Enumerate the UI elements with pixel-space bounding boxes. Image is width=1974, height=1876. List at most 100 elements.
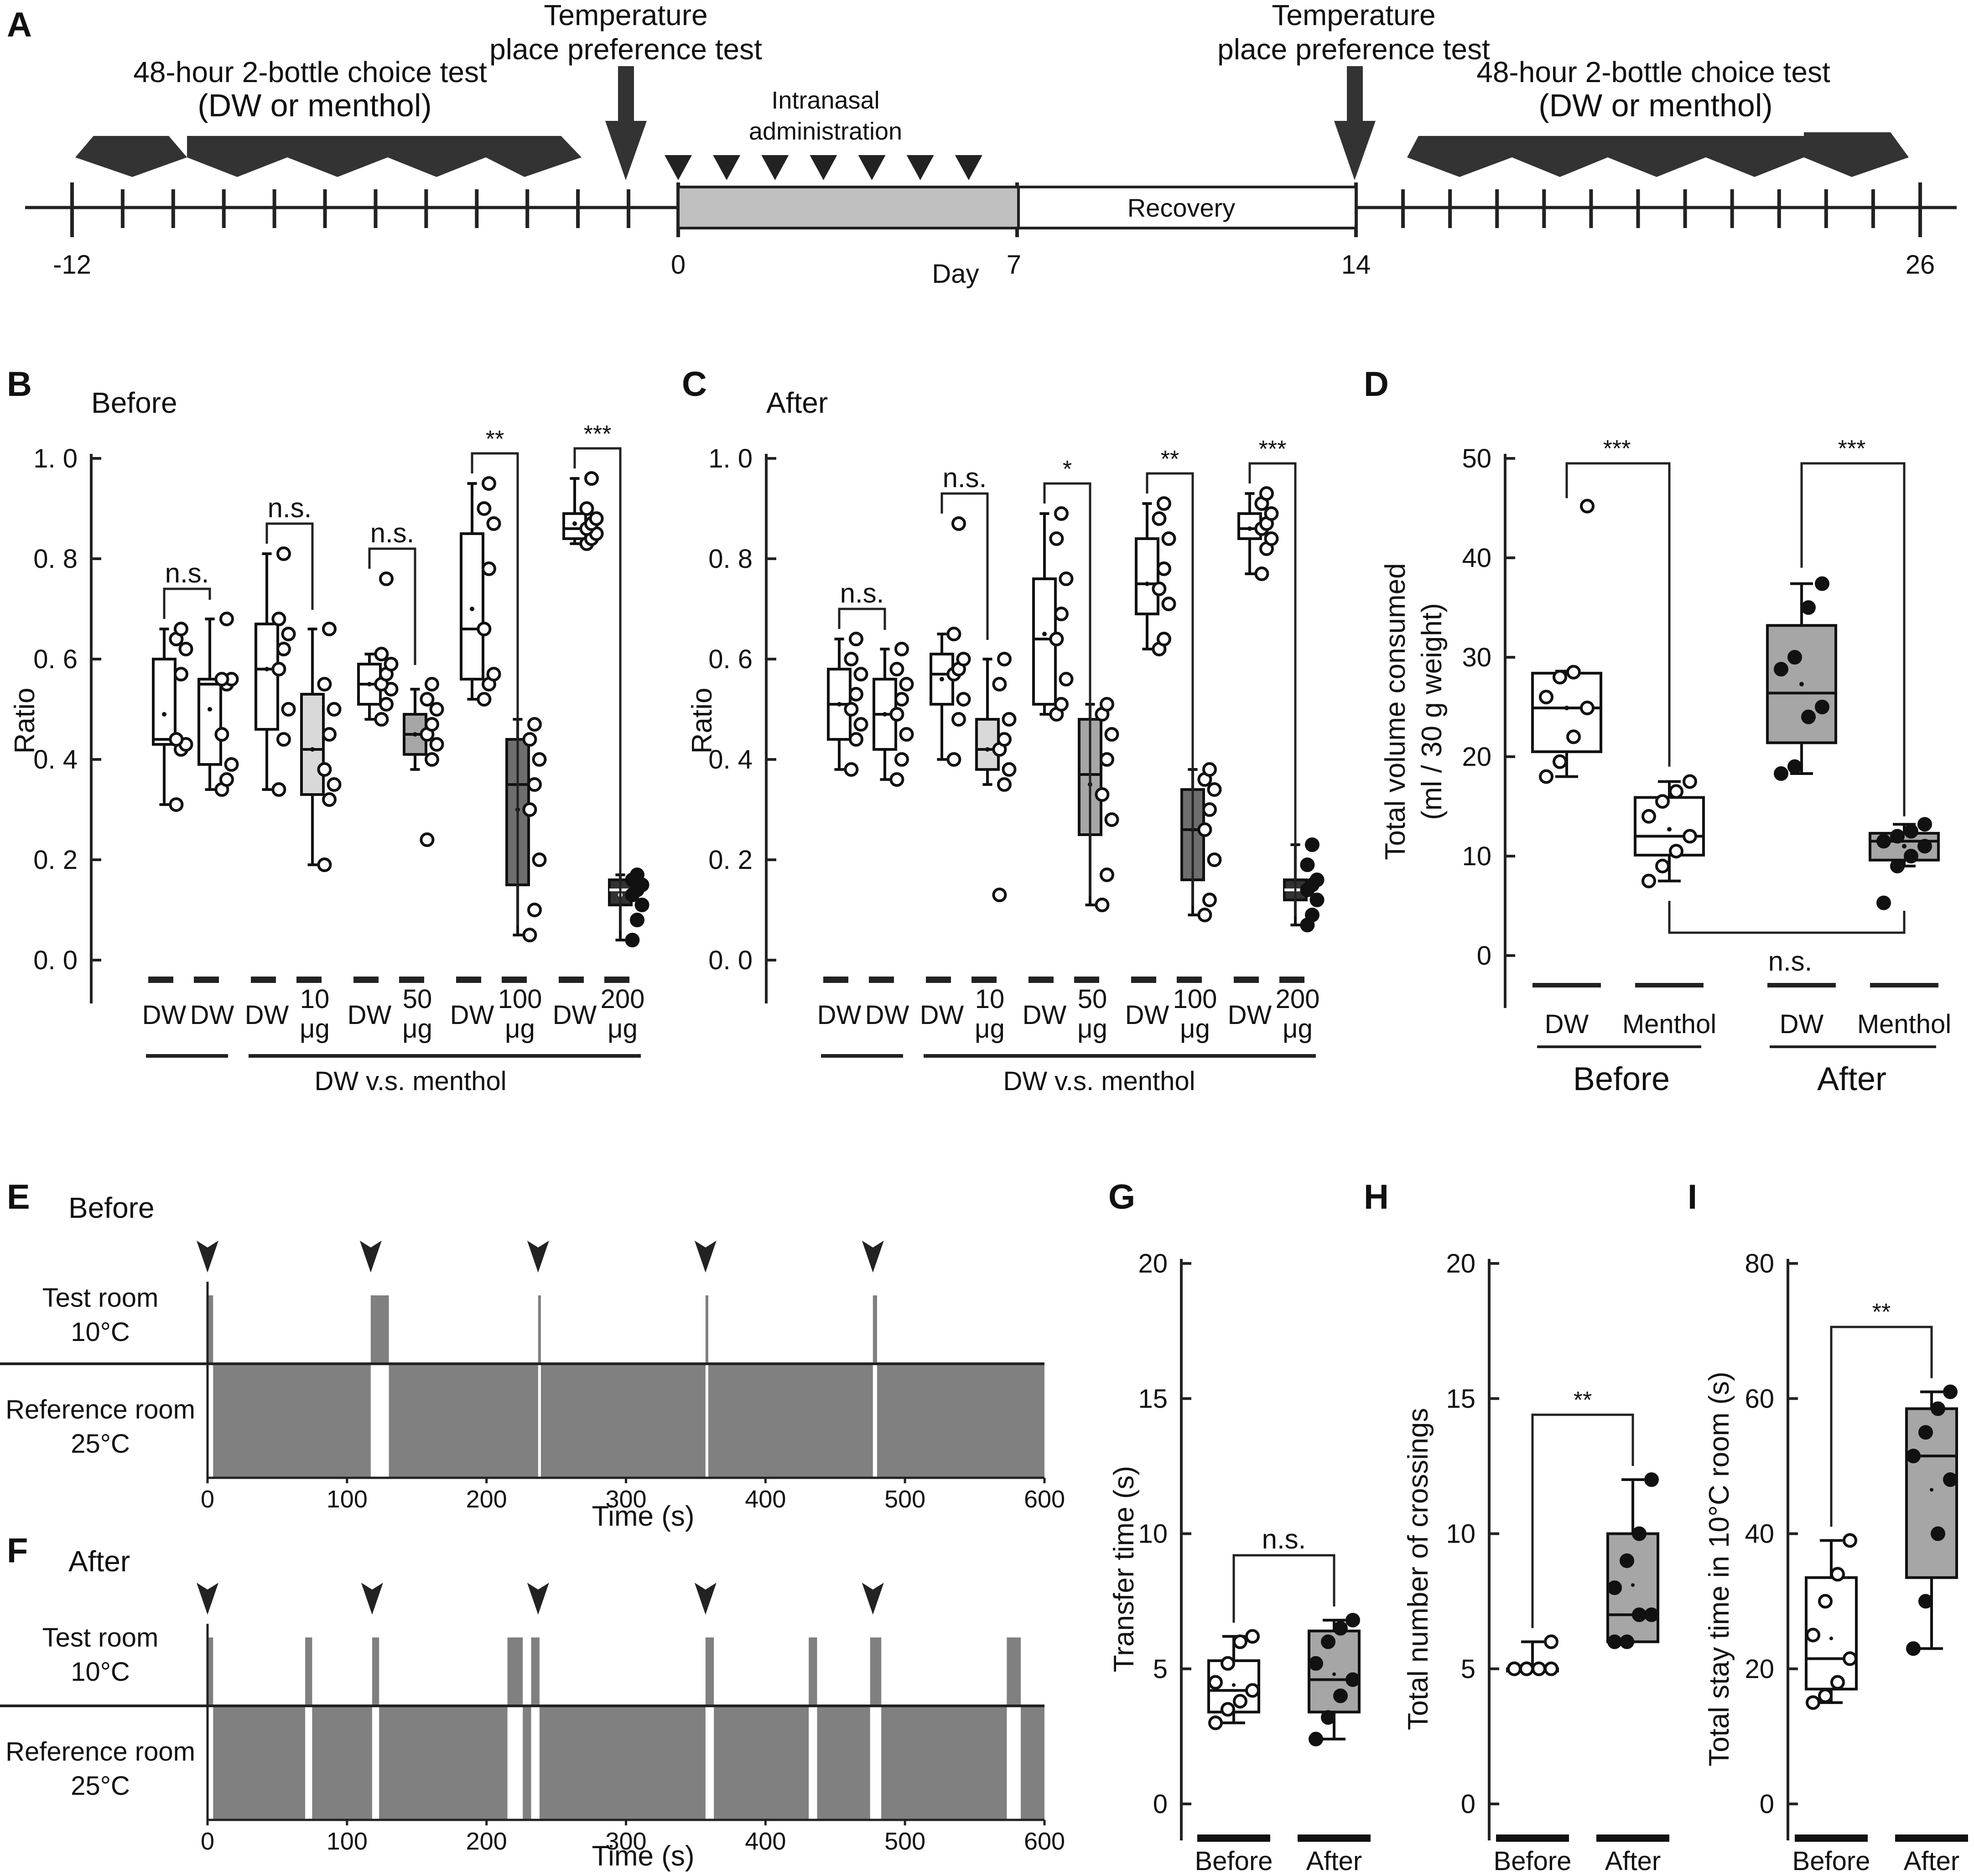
y-tick-label: 20 <box>1462 742 1491 772</box>
data-point <box>1345 1672 1360 1687</box>
timeline-tick-14: 14 <box>1341 250 1371 280</box>
data-point <box>1669 784 1683 799</box>
data-point <box>1221 1656 1235 1671</box>
x-label: Menthol <box>1857 1009 1951 1039</box>
box-mean <box>1829 1637 1833 1641</box>
panel-b-plot-area: n.s.n.s.n.s.***** <box>148 421 649 983</box>
box-mean <box>1232 1683 1236 1687</box>
significance-bracket <box>368 547 416 665</box>
dose-marker-icon <box>665 155 692 180</box>
data-point <box>327 777 342 792</box>
x-tick-label: 0 <box>201 1828 214 1855</box>
panel-label-b: B <box>7 365 32 404</box>
significance-bracket <box>1800 462 1906 816</box>
data-point <box>532 752 547 767</box>
significance-label: *** <box>1259 436 1287 463</box>
x-tick-label: 100 <box>327 1828 368 1855</box>
data-point <box>1309 1656 1323 1671</box>
data-point <box>1787 650 1802 665</box>
box-mean <box>265 667 269 671</box>
data-point <box>1632 1526 1647 1541</box>
y-tick-label: 0. 0 <box>708 946 753 975</box>
arrowhead-icon <box>361 1583 383 1615</box>
choice-test-left-title: 48-hour 2-bottle choice test <box>133 56 487 88</box>
data-point <box>1519 1661 1534 1676</box>
panel-d-ylabel-line2: (ml / 30 g weight) <box>1416 603 1448 820</box>
panel-label-c: C <box>682 365 707 404</box>
data-point <box>853 667 868 681</box>
data-point <box>946 627 961 641</box>
box-iqr <box>152 658 177 746</box>
box-mean <box>1042 632 1047 636</box>
y-tick-label: 0. 4 <box>708 745 753 774</box>
data-point <box>522 732 537 747</box>
data-point <box>384 657 399 671</box>
arrowhead-icon <box>694 1241 717 1273</box>
data-point <box>1580 701 1595 716</box>
significance-label: n.s. <box>840 578 884 608</box>
data-point <box>1553 670 1567 685</box>
data-point <box>1197 822 1212 837</box>
test-room-occupancy <box>1007 1637 1021 1706</box>
box-mean <box>1145 582 1149 586</box>
panel-d-plot-area: ******n.s. <box>1531 436 1940 977</box>
recovery-period-bar <box>1017 186 1357 229</box>
arrowhead-icon <box>527 1583 549 1615</box>
data-point <box>1539 769 1553 784</box>
data-point <box>1156 561 1171 576</box>
temp-test-right-line2: place preference test <box>1217 33 1490 66</box>
test-room-occupancy <box>531 1637 540 1706</box>
arrowhead-icon <box>197 1583 218 1615</box>
y-tick-label: 0. 6 <box>33 644 78 674</box>
data-point <box>271 612 286 626</box>
x-label-b: DW <box>865 1000 909 1030</box>
panel-c-after-ratio: C After Ratio 0. 00. 20. 40. 60. 81. 0 n… <box>682 365 1325 1096</box>
data-point <box>317 762 332 777</box>
data-point <box>224 757 239 772</box>
timeline-day-label: Day <box>932 259 979 289</box>
test-room-occupancy <box>870 1637 882 1706</box>
test-room-occupancy <box>873 1295 877 1364</box>
group-label-after: After <box>1817 1061 1886 1097</box>
x-label-b: 10 <box>975 984 1005 1014</box>
data-point <box>951 516 966 531</box>
panel-d-volume: D Total volume consumed (ml / 30 g weigh… <box>1364 365 1951 1097</box>
y-tick-label: 15 <box>1138 1384 1168 1413</box>
y-tick-label: 0. 6 <box>708 644 753 674</box>
reference-gap <box>538 1364 541 1478</box>
test-room-occupancy <box>809 1637 817 1706</box>
choice-test-arrows-right <box>1407 132 1909 177</box>
dose-marker-icon <box>858 155 886 180</box>
timeline-tick-7: 7 <box>1007 250 1021 280</box>
panel-e-title: Before <box>68 1191 155 1224</box>
x-label-a: DW <box>1228 1000 1272 1030</box>
data-point <box>1642 809 1656 824</box>
data-point <box>1300 857 1315 872</box>
arrowhead-icon <box>527 1241 549 1273</box>
x-label-a: DW <box>1023 1000 1067 1030</box>
data-point <box>1095 898 1110 912</box>
data-point <box>1918 1594 1933 1609</box>
data-point <box>1539 690 1553 705</box>
data-point <box>322 792 337 807</box>
data-point <box>1931 1526 1945 1541</box>
data-point <box>1161 597 1176 611</box>
panel-d-ylabel-line1: Total volume consumed <box>1380 563 1411 860</box>
box-mean <box>310 747 315 752</box>
data-point <box>1644 1607 1659 1622</box>
panel-b-bracket-label: DW v.s. menthol <box>314 1066 506 1096</box>
panel-label-e: E <box>7 1178 30 1216</box>
data-point <box>1233 1634 1247 1649</box>
data-point <box>1202 802 1217 817</box>
panel-f-ref-room-line1: Reference room <box>5 1737 195 1767</box>
test-room-occupancy <box>208 1295 213 1364</box>
significance-label: ** <box>1574 1387 1592 1413</box>
